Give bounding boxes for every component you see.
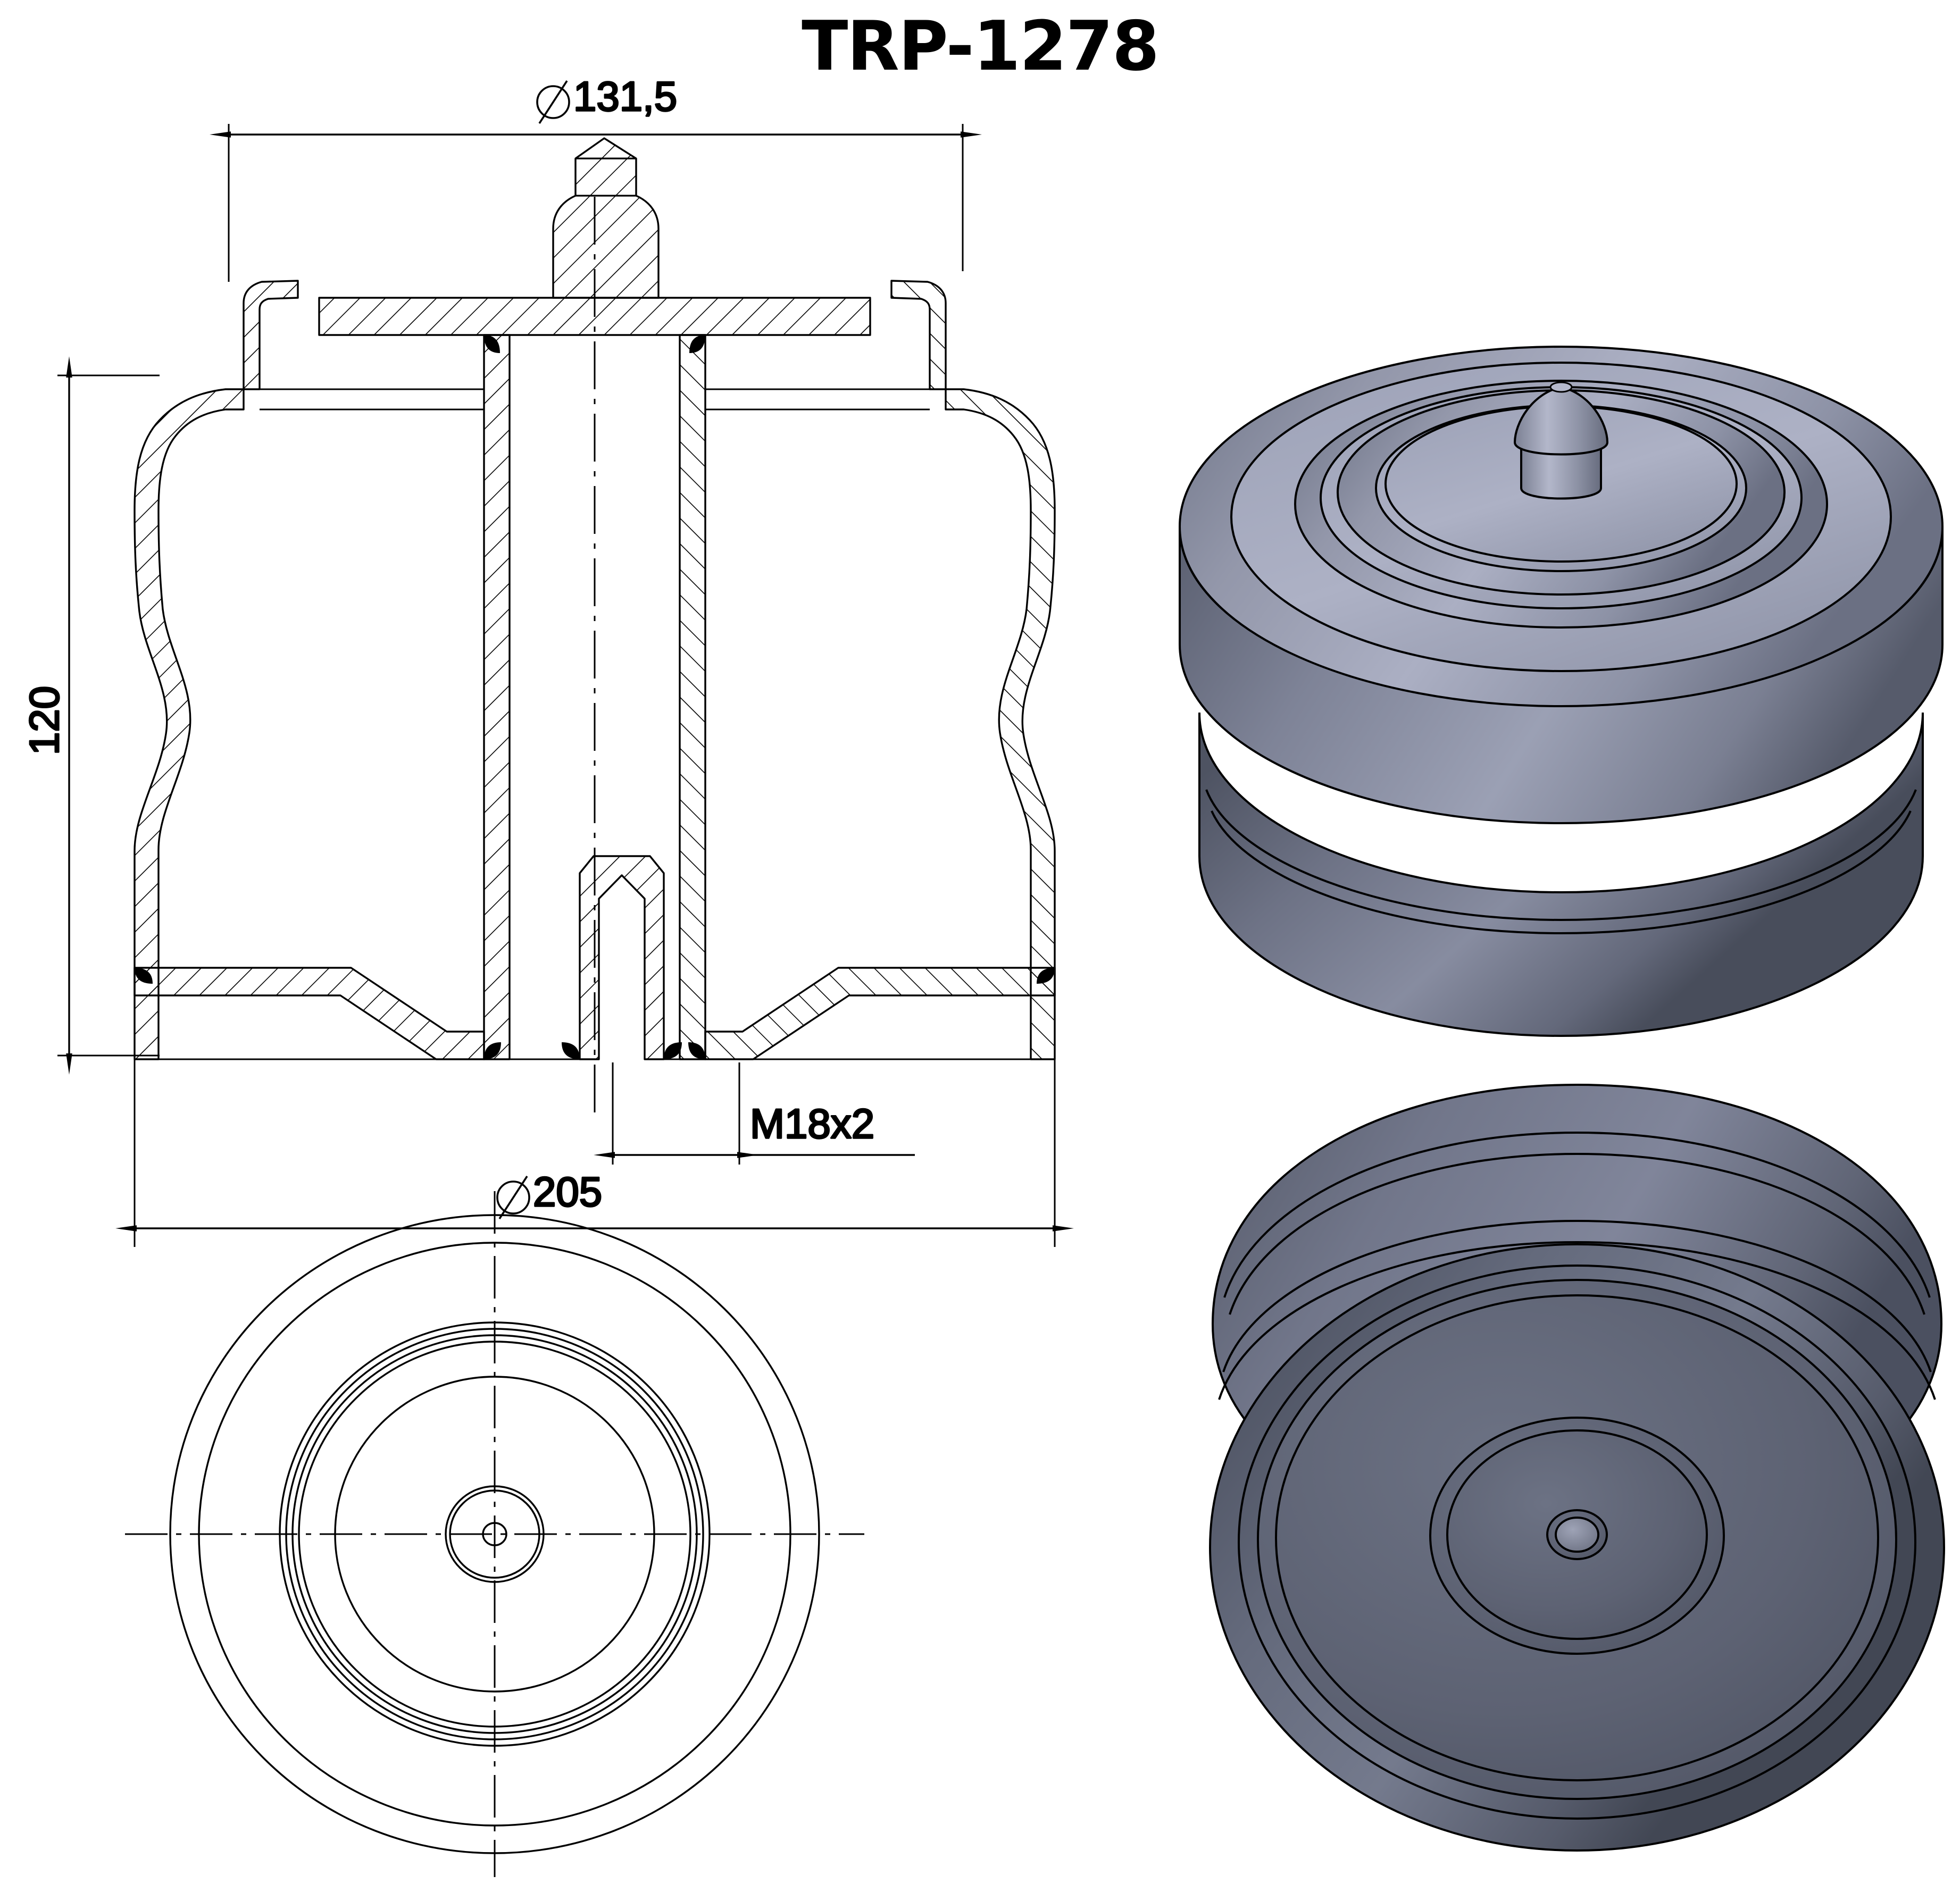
dimension-diameter-131-5: 131,5 [210, 72, 982, 282]
isometric-bottom-view [1209, 1083, 1945, 1852]
diameter-symbol-icon [536, 80, 570, 124]
piston-cone-right [704, 967, 1056, 1060]
section-geometry: 131,5 120 M18x2 [20, 72, 1074, 1247]
weld-fillets [135, 335, 1055, 1059]
crimp-lip-left [243, 280, 299, 390]
dimension-label-131-5: 131,5 [573, 73, 677, 120]
lower-drum [1198, 712, 1924, 1037]
cross-section-view: 131,5 120 M18x2 [20, 72, 1074, 1247]
isometric-top-view [1179, 346, 1944, 1037]
dimension-diameter-205: 205 [115, 1059, 1074, 1247]
rear-bead-3 [1222, 1219, 1932, 1372]
piston-cone-left [134, 967, 485, 1060]
lower-bead-line [1205, 789, 1917, 922]
diameter-symbol-icon-2 [496, 1176, 530, 1219]
inner-tube-wall-left [483, 334, 511, 1060]
bottom-plan-view [125, 1191, 864, 1877]
dimension-thread-m18x2: M18x2 [594, 1062, 915, 1165]
lower-bead-line-2 [1211, 810, 1912, 935]
dimension-label-120: 120 [21, 686, 68, 755]
bottom-threaded-boss [579, 855, 665, 1060]
rear-bead-4 [1218, 1241, 1936, 1400]
rear-bead-2 [1229, 1152, 1925, 1315]
iso-bottom-body [1209, 1083, 1945, 1852]
plan-centerlines [125, 1191, 864, 1877]
bellows-wall-left [134, 388, 245, 1060]
bellows-wall-right [945, 388, 1056, 1060]
dimension-height-120: 120 [20, 356, 160, 1075]
rear-bead-1 [1223, 1131, 1931, 1298]
inner-tube-wall-right [679, 334, 706, 1060]
dimension-label-205: 205 [533, 1168, 602, 1215]
iso-top-body [1179, 346, 1944, 1037]
top-stud-boss [552, 137, 660, 299]
crimp-lip-right [890, 280, 947, 390]
dimension-label-m18x2: M18x2 [750, 1100, 874, 1147]
thread-hole [1555, 1517, 1599, 1553]
stud-tip [1549, 381, 1573, 393]
stud-cone-head [1513, 386, 1609, 456]
page-title: TRP-1278 [802, 7, 1160, 86]
